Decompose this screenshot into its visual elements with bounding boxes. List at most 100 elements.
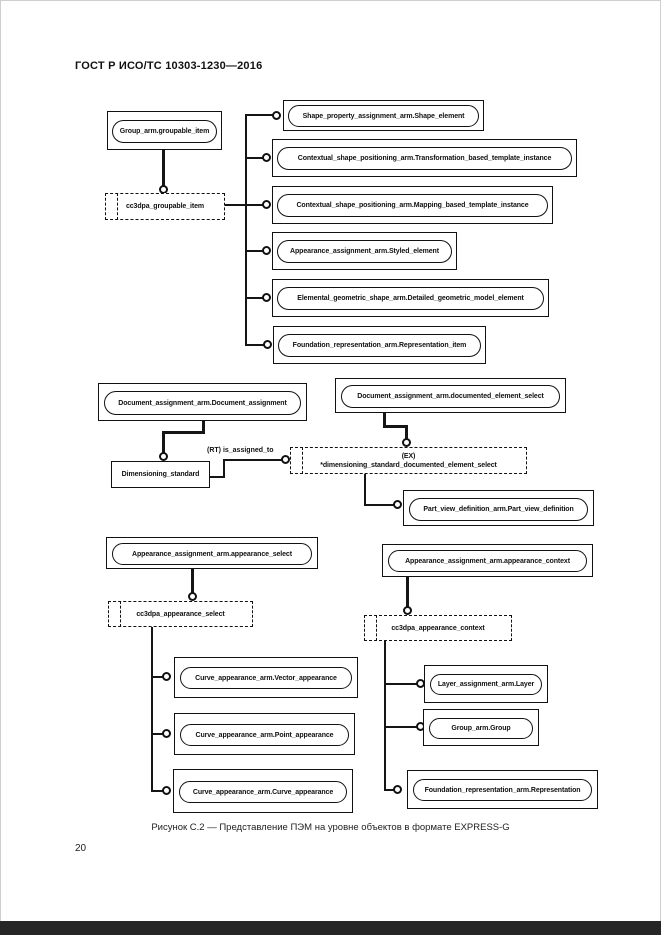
node-transformation-template-instance: Contextual_shape_positioning_arm.Transfo… xyxy=(272,139,577,177)
ex-tag: (EX) xyxy=(401,452,416,460)
node-part-view-definition: Part_view_definition_arm.Part_view_defin… xyxy=(403,490,594,526)
connector-line xyxy=(383,425,408,428)
connector-line xyxy=(246,157,263,159)
connector-line xyxy=(151,790,164,792)
node-group: Group_arm.Group xyxy=(423,709,539,746)
node-label: cc3dpa_groupable_item xyxy=(125,203,205,210)
dashed-divider xyxy=(120,601,121,627)
node-label: Layer_assignment_arm.Layer xyxy=(437,681,535,688)
connector-line xyxy=(223,459,282,461)
node-appearance-context: Appearance_assignment_arm.appearance_con… xyxy=(382,544,593,577)
connector-line xyxy=(406,577,409,607)
connector-line xyxy=(384,726,418,728)
node-label: Group_arm.groupable_item xyxy=(119,128,210,135)
connector-line xyxy=(383,413,386,428)
node-dimensioning-standard: Dimensioning_standard xyxy=(111,461,210,488)
connector-circle xyxy=(281,455,290,464)
node-cc-appearance-context: cc3dpa_appearance_context xyxy=(364,615,512,641)
node-label: Foundation_representation_arm.Representa… xyxy=(292,342,467,349)
connector-line xyxy=(246,114,273,116)
connector-line xyxy=(191,569,194,594)
node-cc-groupable-item: cc3dpa_groupable_item xyxy=(105,193,225,220)
relationship-label: (RT) is_assigned_to xyxy=(206,447,275,454)
connector-line xyxy=(162,431,205,434)
connector-circle xyxy=(262,293,271,302)
node-label: Dimensioning_standard xyxy=(121,471,200,478)
node-detailed-geometric-model-element: Elemental_geometric_shape_arm.Detailed_g… xyxy=(272,279,549,317)
dashed-divider xyxy=(376,615,377,641)
node-curve-appearance: Curve_appearance_arm.Curve_appearance xyxy=(173,769,353,813)
page-number: 20 xyxy=(75,843,87,854)
node-label: Appearance_assignment_arm.appearance_sel… xyxy=(132,550,292,558)
connector-line xyxy=(210,476,225,478)
connector-circle xyxy=(162,672,171,681)
node-label: Document_assignment_arm.documented_eleme… xyxy=(357,393,544,400)
connector-line xyxy=(223,459,225,478)
connector-circle xyxy=(262,153,271,162)
connector-line xyxy=(384,789,395,791)
connector-circle xyxy=(188,592,197,601)
node-shape-element: Shape_property_assignment_arm.Shape_elem… xyxy=(283,100,484,131)
node-representation: Foundation_representation_arm.Representa… xyxy=(407,770,598,809)
connector-circle xyxy=(402,438,411,447)
connector-line xyxy=(364,504,394,506)
connector-circle xyxy=(262,200,271,209)
connector-line xyxy=(384,641,386,791)
connector-circle xyxy=(162,786,171,795)
dashed-divider xyxy=(117,193,118,220)
dashed-divider xyxy=(302,447,303,474)
connector-circle xyxy=(263,340,272,349)
node-appearance-select: Appearance_assignment_arm.appearance_sel… xyxy=(106,537,318,569)
connector-line xyxy=(405,425,408,440)
connector-circle xyxy=(262,246,271,255)
connector-line xyxy=(364,474,366,506)
connector-line xyxy=(246,250,263,252)
connector-line xyxy=(151,733,164,735)
node-label: *dimensioning_standard_documented_elemen… xyxy=(320,461,497,469)
node-label: cc3dpa_appearance_select xyxy=(136,610,225,618)
node-vector-appearance: Curve_appearance_arm.Vector_appearance xyxy=(174,657,358,698)
node-label: Contextual_shape_positioning_arm.Mapping… xyxy=(296,202,529,209)
connector-circle xyxy=(393,785,402,794)
node-label: Document_assignment_arm.Document_assignm… xyxy=(118,399,287,407)
connector-line xyxy=(151,627,153,791)
connector-circle xyxy=(272,111,281,120)
node-group-groupable-item: Group_arm.groupable_item xyxy=(107,111,222,150)
node-styled-element: Appearance_assignment_arm.Styled_element xyxy=(272,232,457,270)
connector-circle xyxy=(159,452,168,461)
node-dimensioning-select: (EX) *dimensioning_standard_documented_e… xyxy=(290,447,527,474)
node-label: Curve_appearance_arm.Point_appearance xyxy=(195,731,334,739)
connector-line xyxy=(162,150,165,186)
node-label: Contextual_shape_positioning_arm.Transfo… xyxy=(297,155,552,162)
node-document-assignment: Document_assignment_arm.Document_assignm… xyxy=(98,383,307,421)
connector-line xyxy=(162,431,165,453)
node-documented-element-select: Document_assignment_arm.documented_eleme… xyxy=(335,378,566,413)
figure-caption: Рисунок С.2 — Представление ПЭМ на уровн… xyxy=(151,822,510,833)
node-mapping-template-instance: Contextual_shape_positioning_arm.Mapping… xyxy=(272,186,553,224)
connector-line xyxy=(202,421,205,434)
node-label: Curve_appearance_arm.Curve_appearance xyxy=(192,788,334,796)
node-label: Elemental_geometric_shape_arm.Detailed_g… xyxy=(297,295,524,302)
node-label: cc3dpa_appearance_context xyxy=(391,624,485,632)
node-label: Shape_property_assignment_arm.Shape_elem… xyxy=(302,112,465,120)
node-label: Part_view_definition_arm.Part_view_defin… xyxy=(423,506,574,513)
connector-line xyxy=(246,297,263,299)
connector-circle xyxy=(403,606,412,615)
page-edge-strip xyxy=(0,921,661,935)
connector-circle xyxy=(162,729,171,738)
node-label: Appearance_assignment_arm.Styled_element xyxy=(290,248,439,255)
node-label: Group_arm.Group xyxy=(451,725,511,732)
page-header: ГОСТ Р ИСО/ТС 10303-1230—2016 xyxy=(75,60,263,72)
connector-line xyxy=(245,114,247,346)
connector-line xyxy=(384,683,418,685)
connector-line xyxy=(225,204,263,206)
node-label: Foundation_representation_arm.Representa… xyxy=(424,786,581,794)
connector-line xyxy=(151,676,164,678)
node-cc-appearance-select: cc3dpa_appearance_select xyxy=(108,601,253,627)
node-layer: Layer_assignment_arm.Layer xyxy=(424,665,548,703)
node-point-appearance: Curve_appearance_arm.Point_appearance xyxy=(174,713,355,755)
node-label: Curve_appearance_arm.Vector_appearance xyxy=(195,674,337,682)
node-label: Appearance_assignment_arm.appearance_con… xyxy=(405,557,570,565)
connector-line xyxy=(246,344,264,346)
